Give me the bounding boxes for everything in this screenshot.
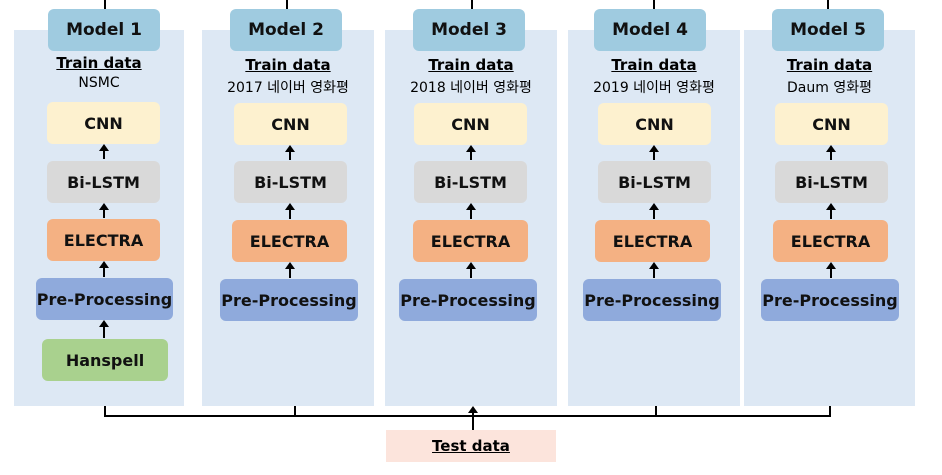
model-1-train-source: NSMC — [78, 75, 120, 91]
model-5-arrow-prep-electra — [826, 262, 836, 278]
bottom-tick-5 — [829, 406, 831, 416]
bottom-tick-4 — [655, 406, 657, 416]
model-1-train-title: Train data — [56, 54, 142, 72]
bottom-bracket-line — [104, 415, 831, 417]
model-1-arrow-prep-electra — [99, 261, 109, 277]
model-3-train-title: Train data — [428, 56, 514, 74]
model-2-cnn-block: CNN — [234, 103, 347, 145]
model-2-arrow-electra-lstm — [285, 203, 295, 219]
model-1-arrow-lstm-cnn — [99, 144, 109, 159]
model-2-train-source: 2017 네이버 영화평 — [227, 80, 349, 96]
model-2-electra-block: ELECTRA — [232, 220, 347, 262]
model-3-preprocessing-block: Pre-Processing — [399, 279, 537, 321]
model-4-train-title: Train data — [611, 56, 697, 74]
model-3-electra-block: ELECTRA — [413, 220, 528, 262]
bottom-tick-1 — [104, 406, 106, 416]
model-2-lstm-block: Bi-LSTM — [234, 161, 347, 203]
top-connector-4 — [653, 0, 655, 10]
model-5-arrow-electra-lstm — [826, 203, 836, 219]
model-2-arrow-prep-electra — [285, 262, 295, 278]
model-1-lstm-block: Bi-LSTM — [47, 161, 160, 203]
model-1-arrow-electra-lstm — [99, 203, 109, 218]
bottom-tick-2 — [294, 406, 296, 416]
model-5-arrow-lstm-cnn — [826, 145, 836, 160]
model-1-arrow-hanspell-prep — [99, 320, 109, 338]
model-4-lstm-block: Bi-LSTM — [598, 161, 711, 203]
model-4-cnn-block: CNN — [598, 103, 711, 145]
model-2-panel — [202, 30, 374, 406]
model-5-electra-block: ELECTRA — [773, 220, 888, 262]
model-5-preprocessing-block: Pre-Processing — [761, 279, 899, 321]
model-3-arrow-electra-lstm — [466, 203, 476, 219]
model-4-arrow-electra-lstm — [649, 203, 659, 219]
model-5-label: Model 5 — [772, 9, 884, 51]
top-connector-2 — [286, 0, 288, 10]
model-4-preprocessing-block: Pre-Processing — [583, 279, 721, 321]
top-connector-3 — [471, 0, 473, 10]
model-1-label: Model 1 — [48, 9, 160, 51]
model-2-preprocessing-block: Pre-Processing — [220, 279, 358, 321]
model-4-arrow-lstm-cnn — [649, 145, 659, 160]
model-5-cnn-block: CNN — [775, 103, 888, 145]
top-connector-5 — [827, 0, 829, 10]
top-connector-1 — [104, 0, 106, 10]
model-3-label: Model 3 — [413, 9, 525, 51]
model-3-lstm-block: Bi-LSTM — [414, 161, 527, 203]
model-3-arrow-lstm-cnn — [466, 145, 476, 160]
model-1-hanspell-block: Hanspell — [42, 339, 168, 381]
model-3-train-source: 2018 네이버 영화평 — [410, 80, 532, 96]
model-1-preprocessing-block: Pre-Processing — [36, 278, 173, 320]
model-4-arrow-prep-electra — [649, 262, 659, 278]
model-2-arrow-lstm-cnn — [285, 145, 295, 160]
model-5-lstm-block: Bi-LSTM — [775, 161, 888, 203]
model-3-arrow-prep-electra — [466, 262, 476, 278]
test-data-arrow — [468, 406, 478, 430]
test-data-box: Test data — [386, 430, 556, 462]
model-5-train-title: Train data — [786, 56, 873, 74]
model-3-cnn-block: CNN — [414, 103, 527, 145]
model-2-label: Model 2 — [230, 9, 342, 51]
model-1-electra-block: ELECTRA — [47, 219, 160, 261]
model-4-label: Model 4 — [594, 9, 706, 51]
model-4-train-source: 2019 네이버 영화평 — [593, 80, 715, 96]
model-1-cnn-block: CNN — [47, 102, 160, 144]
model-2-train-title: Train data — [245, 56, 331, 74]
model-4-electra-block: ELECTRA — [595, 220, 710, 262]
model-5-panel — [744, 30, 915, 406]
model-5-train-source: Daum 영화평 — [787, 80, 872, 96]
